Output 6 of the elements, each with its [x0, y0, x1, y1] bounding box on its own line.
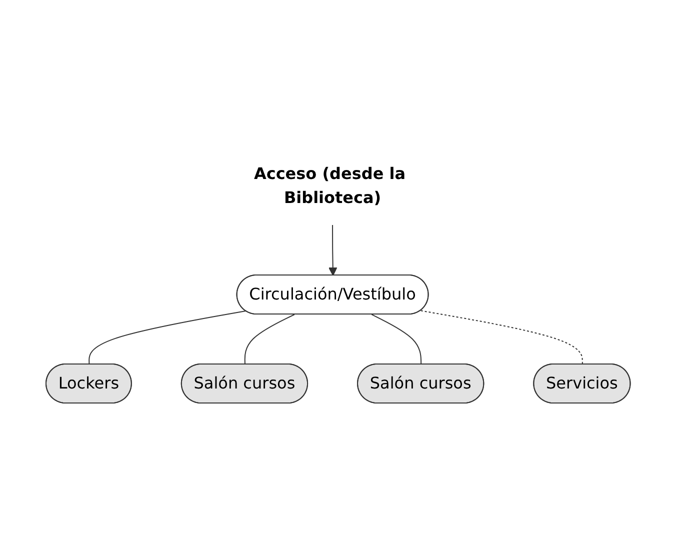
- connector: [420, 310, 584, 365]
- arrow: [328, 224, 338, 276]
- connector: [244, 314, 296, 365]
- connector: [372, 314, 422, 365]
- connector: [89, 310, 246, 365]
- node-text: Acceso (desde la Biblioteca): [254, 164, 406, 207]
